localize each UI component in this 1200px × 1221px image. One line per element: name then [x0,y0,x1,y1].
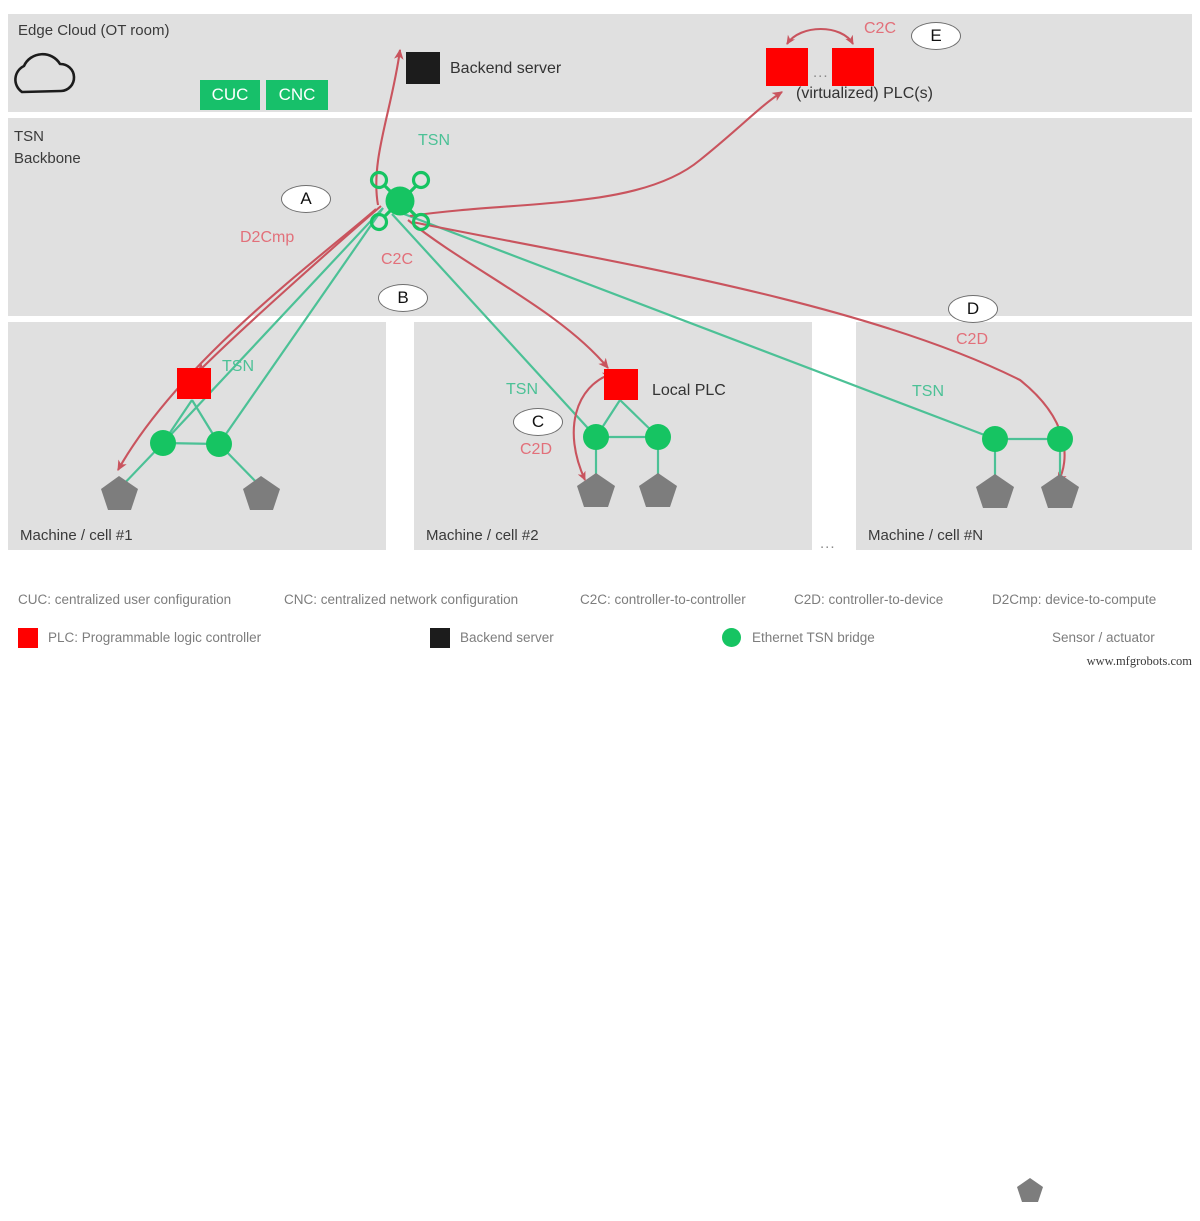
backbone-d2cmp-label: D2Cmp [240,229,295,246]
virtual-plc-node-1[interactable] [766,48,808,86]
cell2-plc-node[interactable] [604,369,638,400]
legend-acronym-cnc: CNC: centralized network configuration [284,592,519,607]
edge-c2c-label: C2C [864,20,897,37]
legend-acronym-cuc: CUC: centralized user configuration [18,592,232,607]
backbone-c2d-label: C2D [956,331,989,348]
edge-cloud-band [8,14,1192,112]
legend-acronym-d2cmp: D2Cmp: device-to-compute [992,592,1157,607]
backbone-c2c-label: C2C [381,251,414,268]
cell1-tsn-label: TSN [222,358,254,375]
badge-cnc[interactable]: CNC [266,80,328,110]
green-circle-icon [722,628,741,647]
red-square-icon [18,628,38,648]
legend-label-plc: PLC: Programmable logic controller [48,630,262,645]
marker-a: A [281,185,331,213]
cell2-plc-label: Local PLC [652,382,726,399]
machine-cell-1-band [8,322,386,550]
backbone-tsn-label: TSN [418,132,450,149]
cell2-tsn-label: TSN [506,381,538,398]
cell2-c2d-label: C2D [520,441,553,458]
backend-server-label: Backend server [450,60,562,77]
tsn-backbone-title-line2: Backbone [14,150,81,167]
tsn-backbone-band [8,118,1192,316]
marker-b: B [378,284,428,312]
virtual-plc-label: (virtualized) PLC(s) [796,85,933,102]
marker-c: C [513,408,563,436]
marker-d: D [948,295,998,323]
legend-label-bridge: Ethernet TSN bridge [752,630,875,645]
virtual-plc-dots: ... [813,64,829,81]
grey-pentagon-icon [1017,1178,1043,1202]
legend-acronym-c2d: C2D: controller-to-device [794,592,944,607]
tsn-backbone-title-line1: TSN [14,128,44,145]
cell1-title: Machine / cell #1 [20,527,133,544]
cellN-tsn-label: TSN [912,383,944,400]
black-square-icon [430,628,450,648]
watermark: www.mfgrobots.com [1086,654,1192,668]
machine-cell-n-band [856,322,1192,550]
marker-e: E [911,22,961,50]
virtual-plc-node-2[interactable] [832,48,874,86]
cell1-plc-node[interactable] [177,368,211,399]
legend-label-sensor: Sensor / actuator [1052,630,1155,645]
cellN-title: Machine / cell #N [868,527,984,544]
backend-server-node[interactable] [406,52,440,84]
legend-label-backend: Backend server [460,630,554,645]
legend-acronym-c2c: C2C: controller-to-controller [580,592,746,607]
diagram-canvas: Edge Cloud (OT room) TSN Backbone CUC CN… [0,14,1200,1202]
cells-gap-dots: ... [820,535,836,552]
machine-cell-2-band [414,322,812,550]
legend: CUC: centralized user configuration CNC:… [0,550,1200,1202]
cell2-title: Machine / cell #2 [426,527,539,544]
edge-cloud-title: Edge Cloud (OT room) [18,22,170,39]
badge-cuc[interactable]: CUC [200,80,260,110]
